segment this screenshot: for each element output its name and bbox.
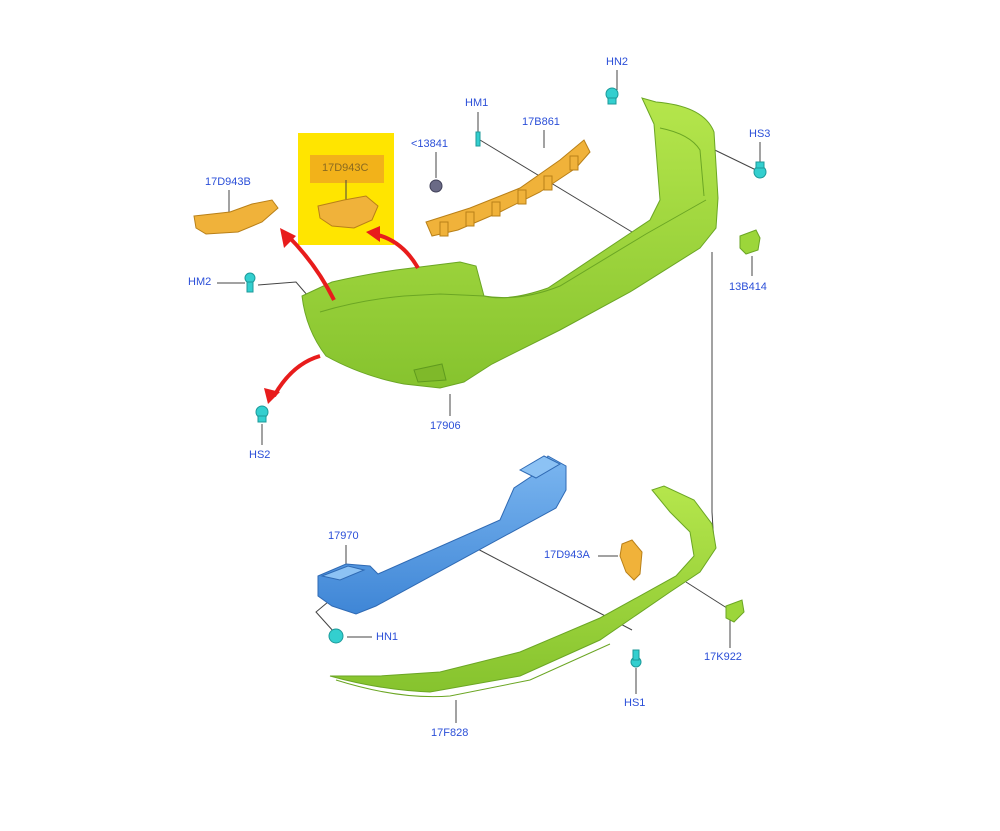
label-13B414: 13B414 — [729, 281, 767, 293]
label-17B861: 17B861 — [522, 116, 560, 128]
label-HN1: HN1 — [376, 631, 399, 643]
bracket-17D943C — [317, 195, 379, 229]
reinforcement-beam-17970 — [317, 455, 567, 615]
grommet-13841 — [429, 179, 443, 193]
sensor-17K922 — [725, 599, 745, 623]
sensor-13B414 — [739, 229, 761, 255]
label-17D943C: 17D943C — [322, 162, 369, 174]
label-17K922: 17K922 — [704, 651, 742, 663]
label-17D943A: 17D943A — [544, 549, 590, 561]
fastener-HM2 — [244, 272, 256, 293]
label-17970: 17970 — [328, 530, 359, 542]
label-HM1: HM1 — [465, 97, 489, 109]
fastener-HN2 — [605, 87, 619, 105]
label-17906: 17906 — [430, 420, 461, 432]
fastener-HS2 — [255, 405, 269, 423]
fastener-HS1 — [630, 649, 642, 668]
fastener-HN1 — [328, 628, 344, 644]
lower-valance-17F828 — [329, 485, 717, 698]
label-17D943B: 17D943B — [205, 176, 251, 188]
bracket-17D943B — [193, 199, 279, 235]
fastener-HM1 — [475, 131, 481, 147]
label-HM2: HM2 — [188, 276, 212, 288]
label-17F828: 17F828 — [431, 727, 469, 739]
highlight-label-background — [310, 155, 384, 183]
bumper-cover-17906 — [301, 97, 719, 389]
label-13841: <13841 — [411, 138, 449, 150]
label-HS3: HS3 — [749, 128, 771, 140]
fastener-HS3 — [753, 161, 767, 179]
bracket-17B861 — [425, 139, 591, 237]
bracket-17D943A — [619, 539, 643, 581]
label-HN2: HN2 — [606, 56, 629, 68]
label-HS1: HS1 — [624, 697, 646, 709]
label-HS2: HS2 — [249, 449, 271, 461]
